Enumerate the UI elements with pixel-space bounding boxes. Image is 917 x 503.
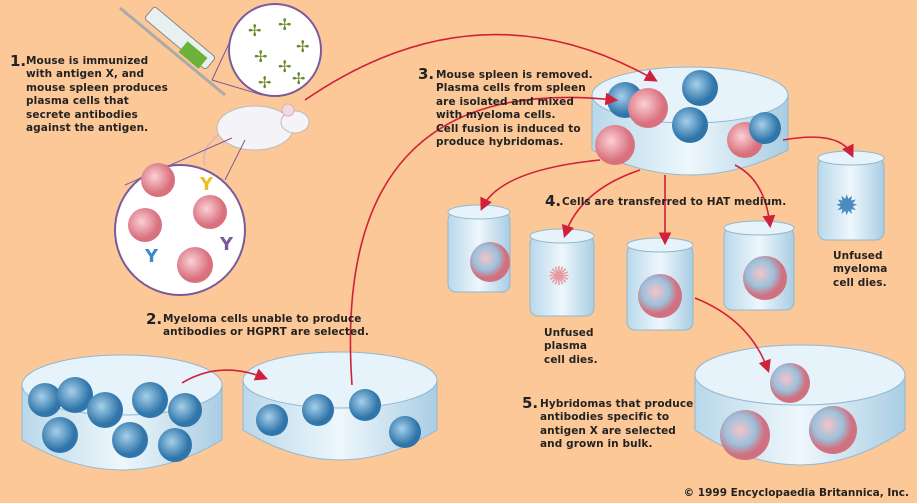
- svg-text:✢: ✢: [248, 21, 261, 40]
- svg-text:Y: Y: [199, 174, 214, 195]
- step-4-number: 4.: [545, 192, 562, 210]
- beaker-plasma-dies: ✺: [529, 228, 595, 317]
- mouse-icon: [202, 103, 310, 166]
- myeloma-dish-2: [242, 351, 438, 461]
- plasma-cells-inset: Y Y Y: [114, 137, 246, 296]
- beaker-hybridoma-1: [447, 204, 511, 293]
- svg-text:✢: ✢: [278, 57, 291, 76]
- syringe-icon: [119, 6, 226, 97]
- beaker-hybridoma-2: [626, 237, 694, 331]
- step-3-text: Mouse spleen is removed. Plasma cells fr…: [436, 69, 593, 149]
- step-5-text: Hybridomas that produce antibodies speci…: [540, 398, 694, 451]
- svg-text:✢: ✢: [254, 47, 267, 66]
- svg-text:Y: Y: [144, 246, 159, 267]
- step-2-text: Myeloma cells unable to produce antibodi…: [163, 313, 369, 339]
- svg-text:✢: ✢: [296, 37, 309, 56]
- bulk-culture-dish: [694, 344, 906, 466]
- plasma-dies-caption: Unfused plasma cell dies.: [544, 327, 598, 366]
- copyright: © 1999 Encyclopaedia Britannica, Inc.: [683, 487, 909, 499]
- step-4-text: Cells are transferred to HAT medium.: [562, 196, 787, 208]
- svg-text:✢: ✢: [292, 69, 305, 88]
- svg-text:Y: Y: [219, 234, 234, 255]
- svg-text:✺: ✺: [548, 262, 570, 292]
- step-5-number: 5.: [522, 394, 539, 412]
- step-1-text: Mouse is immunized with antigen X, and m…: [26, 55, 168, 135]
- step-1-number: 1.: [10, 52, 27, 70]
- beaker-myeloma-dies: ✹: [817, 150, 885, 241]
- fusion-dish: [591, 66, 789, 176]
- step-3-number: 3.: [418, 65, 435, 83]
- svg-text:✢: ✢: [258, 73, 271, 92]
- process-arrows: [181, 33, 854, 386]
- antigen-x-inset: ✢✢✢ ✢✢✢✢: [211, 3, 322, 97]
- beaker-hybridoma-3: [723, 220, 795, 311]
- myeloma-dish-1: [21, 354, 223, 471]
- svg-text:✹: ✹: [835, 189, 858, 222]
- myeloma-dies-caption: Unfused myeloma cell dies.: [833, 250, 888, 289]
- step-2-number: 2.: [146, 310, 163, 328]
- svg-text:✢: ✢: [278, 15, 291, 34]
